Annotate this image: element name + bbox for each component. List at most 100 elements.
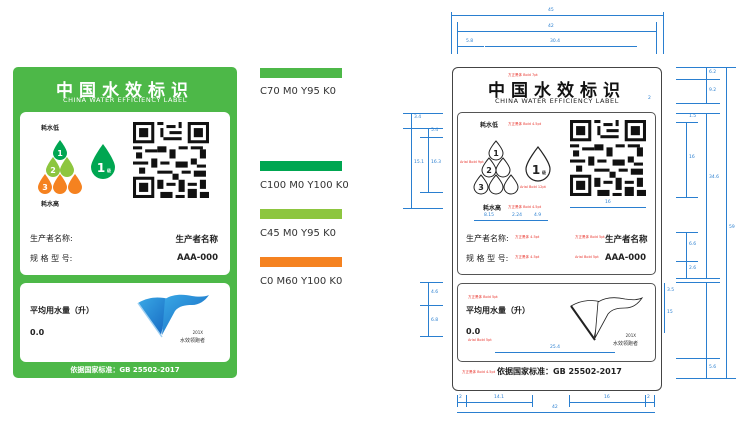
dim-tick [676,122,698,123]
dim-line-inner [457,31,657,32]
dim-right-total: 59 [729,225,735,230]
manufacturer-label: 生产者名称: [30,234,73,243]
dim-left: 3.4 [414,115,422,120]
dim-tick [676,113,720,114]
current-grade-drop-icon: 1 级 [91,144,115,179]
dim-tick [569,395,570,407]
svg-text:1: 1 [493,149,499,158]
model-value: AAA-000 [176,253,218,263]
label-footer-standard: 依据国家标准：GB 25502-2017 [70,366,180,374]
grade-drops-icon: 1 2 3 [38,140,82,194]
svg-text:2: 2 [486,166,492,175]
dim-drops-w3: 4.9 [534,213,542,218]
svg-text:201X: 201X [626,333,637,338]
swatch-c100-m0-y100-k0 [260,161,342,171]
spec-avg-water-value: 0.0 [466,327,481,336]
grade-info-box: 耗水低 1 2 3 1 级 耗水高 [20,112,230,275]
dim-tick [457,22,458,54]
dim-line-right-box1 [706,113,707,278]
annotation-note: 方正黑体 Bold 7pt [508,73,538,77]
swatch-c45-m0-y95-k0 [260,209,342,219]
annotation-note: Arial Bold 5pt [575,255,599,259]
annotation-note: 方正黑体 4.5pt [515,235,540,239]
spec-manufacturer-label: 生产者名称: [466,234,509,243]
dim-inner-width: 42 [548,24,554,29]
dim-right: 9.2 [709,88,717,93]
swatch-label: C70 M0 Y95 K0 [260,86,336,97]
dim-line-bottom-right [569,402,655,403]
dim-tick [466,395,467,407]
svg-text:级: 级 [541,169,547,175]
dim-bottom-right: 16 [604,395,610,400]
dim-tick [532,395,533,407]
spec-qr-code [570,120,646,196]
dim-line-left-margin [457,46,484,47]
swatch-label: C100 M0 Y100 K0 [260,180,349,191]
dim-right: 16 [689,155,695,160]
annotation-note: 方正黑体 Bold 4.5pt [508,122,542,126]
dim-line-right-total [726,67,727,378]
dim-tick [654,395,655,407]
dim-line-left-inner [428,128,429,192]
dim-bottom-right-margin: 2 [647,395,650,400]
dim-tick [403,128,443,129]
annotation-note: 方正黑体 Bold 4.5pt [462,370,496,374]
dim-total-width: 45 [548,8,554,13]
spec-model-value: AAA-000 [605,253,647,263]
dim-tick [420,192,443,193]
dim-drops-w1: 8.15 [484,213,495,218]
annotation-note: 方正黑体 Bold 5pt [575,235,605,239]
spec-grade-drops-icon: 123 [473,140,519,195]
low-water-label: 耗水低 [41,125,60,132]
dim-qr-width: 16 [605,200,611,205]
annotation-note: 方正黑体 4.5pt [515,255,540,259]
dim-corner: 2 [648,96,651,101]
dim-line-drops [474,220,548,221]
svg-text:201X: 201X [193,330,204,335]
dim-title-width: 30.4 [550,39,561,44]
dim-drops-w2: 2.24 [512,213,523,218]
dim-left-margin: 5.8 [466,39,474,44]
svg-text:2: 2 [50,166,56,175]
dim-avg-width: 25.4 [550,345,561,350]
spec-high-water-label: 耗水高 [483,205,502,212]
dim-line-right-box2 [706,282,707,378]
annotation-note: Arial Bold 5pt [468,338,492,342]
dim-tick [676,358,720,359]
svg-text:3: 3 [478,183,484,192]
dim-line-qr [570,207,646,208]
dim-line-bottom-total [457,412,655,413]
colored-label: 中国水效标识 CHINA WATER EFFICIENCY LABEL 耗水低 … [13,67,237,378]
dim-left: 5.4 [431,128,439,133]
dim-tick [676,103,720,104]
spec-water-usage-box [457,283,656,362]
spec-current-grade-drop-icon: 1 级 [525,146,551,182]
dim-tick [676,282,720,283]
dim-line-logo [664,283,665,333]
spec-leader-logo-outline: 201X 水效领跑者 [570,296,644,347]
spec-avg-water-label: 平均用水量（升） [466,306,530,315]
dim-tick [676,278,720,279]
svg-text:1: 1 [97,161,105,175]
annotation-note: Arial Bold 12pt [520,185,546,189]
dim-line-right-qr [686,122,687,197]
spec-low-water-label: 耗水低 [480,122,499,129]
dim-right: 15 [667,310,673,315]
dim-right: 3.5 [667,288,675,293]
svg-text:水效领跑者: 水效领跑者 [180,337,205,344]
dim-tick [420,137,443,138]
dim-right: 6.2 [709,70,717,75]
annotation-note: 方正黑体 Bold 4.5pt [508,205,542,209]
water-efficiency-leader-logo: 201X 水效领跑者 [137,294,209,344]
dim-tick [663,12,664,54]
spec-manufacturer-value: 生产者名称 [605,235,648,245]
spec-title-cn: 中国水效标识 [488,81,626,101]
dim-bottom-left-margin: 2 [459,395,462,400]
dim-left: 16.3 [431,160,442,165]
dim-bottom-left: 14.1 [494,395,505,400]
dim-right: 6.6 [689,242,697,247]
dim-tick [420,305,443,306]
dim-line-avg [495,352,615,353]
label-title-en: CHINA WATER EFFICIENCY LABEL [63,96,187,104]
dim-right: 34.6 [709,175,720,180]
